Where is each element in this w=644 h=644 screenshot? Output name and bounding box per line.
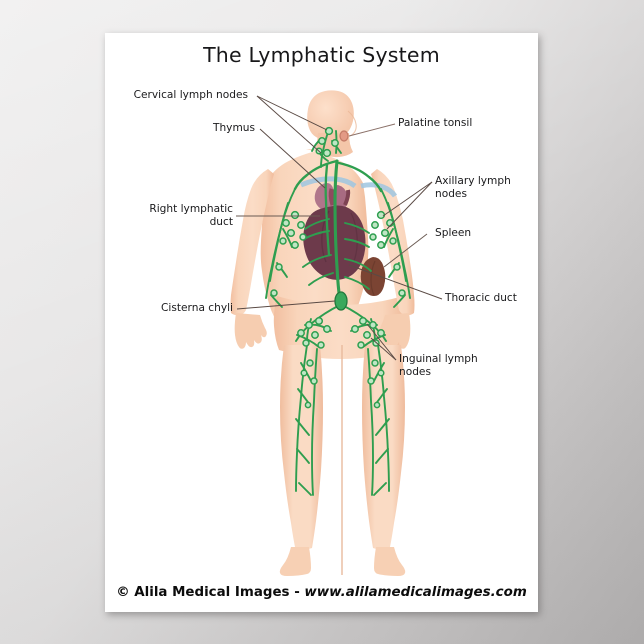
label-thoracic-duct: Thoracic duct xyxy=(445,292,517,304)
label-inguinal-lymph-nodes: Inguinal lymph nodes xyxy=(399,353,478,379)
cisterna-chyli-organ xyxy=(334,291,348,311)
poster: The Lymphatic System xyxy=(105,33,538,612)
label-spleen: Spleen xyxy=(435,227,472,239)
label-thymus: Thymus xyxy=(212,122,255,134)
label-axillary-lymph-nodes: Axillary lymph nodes xyxy=(435,175,511,201)
poster-content: The Lymphatic System xyxy=(105,33,538,612)
credit-separator: - xyxy=(289,585,305,600)
credit-line: © Alila Medical Images - www.alilamedica… xyxy=(105,585,538,600)
label-cisterna-chyli: Cisterna chyli xyxy=(161,302,233,314)
label-cervical-lymph-nodes: Cervical lymph nodes xyxy=(133,89,248,101)
label-right-lymphatic-duct: Right lymphatic duct xyxy=(149,203,233,229)
lymphatic-system-illustration xyxy=(230,90,443,576)
page-title: The Lymphatic System xyxy=(203,43,440,67)
website-url: www.alilamedicalimages.com xyxy=(304,585,527,600)
label-leader-lines xyxy=(236,95,443,361)
label-palatine-tonsil: Palatine tonsil xyxy=(398,117,473,129)
copyright-text: © Alila Medical Images xyxy=(116,585,290,600)
palatine-tonsil-organ xyxy=(339,130,349,142)
body-silhouette xyxy=(230,90,415,576)
